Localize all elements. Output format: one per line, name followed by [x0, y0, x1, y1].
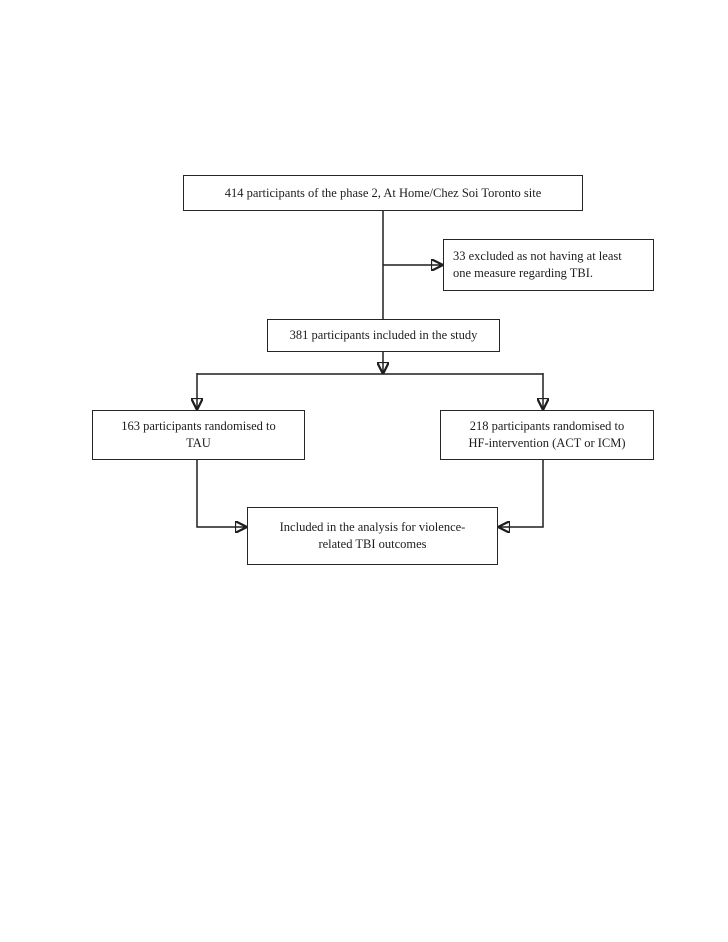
- node-excluded-text: 33 excluded as not having at least one m…: [453, 249, 622, 280]
- node-included-participants: 381 participants included in the study: [267, 319, 500, 352]
- edge-hf-to-analysis: [498, 460, 544, 527]
- edge-tau-to-analysis: [196, 460, 247, 527]
- node-excluded-participants: 33 excluded as not having at least one m…: [443, 239, 654, 291]
- node-tau-text: 163 participants randomised to TAU: [121, 419, 276, 450]
- node-analysis-inclusion: Included in the analysis for violence- r…: [247, 507, 498, 565]
- node-hf-text: 218 participants randomised to HF-interv…: [468, 419, 626, 450]
- node-hf-intervention-arm: 218 participants randomised to HF-interv…: [440, 410, 654, 460]
- node-analysis-text: Included in the analysis for violence- r…: [279, 520, 466, 551]
- node-tau-arm: 163 participants randomised to TAU: [92, 410, 305, 460]
- node-enrolled-text: 414 participants of the phase 2, At Home…: [224, 185, 542, 200]
- node-included-text: 381 participants included in the study: [289, 328, 478, 342]
- node-enrolled-participants: 414 participants of the phase 2, At Home…: [183, 175, 583, 211]
